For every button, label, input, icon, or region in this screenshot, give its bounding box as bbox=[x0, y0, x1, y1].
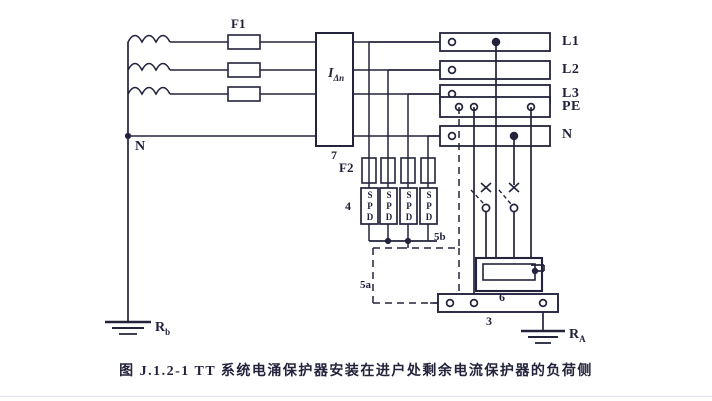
rb-subscript: b bbox=[165, 326, 171, 337]
spd-letter-s: S bbox=[406, 190, 412, 200]
spd-letter-s: S bbox=[386, 190, 392, 200]
fuse-f2-label: F2 bbox=[339, 160, 354, 175]
busbar-L2 bbox=[439, 60, 551, 80]
spd-letter-p: P bbox=[367, 201, 373, 211]
busbar-label-L3: L3 bbox=[562, 86, 580, 101]
item-number-spd-block: 4 bbox=[345, 199, 351, 213]
spd-letter-s: S bbox=[367, 190, 373, 200]
busbar-N bbox=[439, 125, 551, 147]
fuse-f1-label: F1 bbox=[231, 16, 246, 31]
outgoing-conductors bbox=[353, 41, 440, 137]
spd-unit-3-label: S P D bbox=[404, 190, 414, 223]
busbar-PE bbox=[439, 96, 551, 118]
source-earth-symbol bbox=[105, 320, 151, 335]
busbar-label-N: N bbox=[562, 127, 573, 142]
residual-current-device-box bbox=[315, 32, 354, 147]
ra-symbol: R bbox=[569, 327, 580, 342]
rcd-symbol-letter: I bbox=[328, 66, 334, 81]
spd-letter-p: P bbox=[406, 201, 412, 211]
switch-contacts bbox=[470, 182, 520, 258]
spd-letter-d: D bbox=[366, 212, 374, 222]
spd-riser-conductors bbox=[368, 41, 497, 162]
installation-earth-resistance-label: RA bbox=[569, 327, 586, 344]
spd-letter-d: D bbox=[425, 212, 433, 222]
spd-unit-4-label: S P D bbox=[424, 190, 434, 223]
fuse-f1-group bbox=[227, 34, 261, 102]
phase-conductors-incoming bbox=[170, 41, 316, 95]
neutral-conductor-incoming bbox=[124, 132, 316, 322]
item-number-5a: 5a bbox=[360, 279, 371, 291]
spd-letter-d: D bbox=[385, 212, 393, 222]
spd-letter-d: D bbox=[405, 212, 413, 222]
installation-earth-symbol bbox=[521, 312, 565, 344]
fuse-f2-group bbox=[361, 157, 436, 188]
bottom-divider bbox=[0, 396, 712, 397]
busbar-L1 bbox=[439, 32, 551, 52]
figure-caption: 图 J.1.2-1 TT 系统电涌保护器安装在进户处剩余电流保护器的负荷侧 bbox=[119, 364, 593, 379]
busbar-label-L2: L2 bbox=[562, 62, 580, 77]
spd-unit-1-label: S P D bbox=[365, 190, 375, 223]
load-equipment-box bbox=[474, 256, 545, 293]
pe-n-load-conductors bbox=[473, 107, 532, 265]
spd-units bbox=[360, 187, 438, 245]
item-number-load: 6 bbox=[499, 290, 505, 304]
source-earth-resistance-label: Rb bbox=[155, 320, 170, 337]
conductor-5b-5a-dashed bbox=[372, 107, 460, 304]
item-number-5b: 5b bbox=[434, 231, 446, 243]
rcd-symbol: IΔn bbox=[328, 66, 344, 83]
item-number-earth-bar: 3 bbox=[486, 314, 492, 328]
spd-letter-p: P bbox=[386, 201, 392, 211]
spd-unit-2-label: S P D bbox=[384, 190, 394, 223]
earth-terminal-bar bbox=[437, 258, 559, 313]
busbar-label-PE: PE bbox=[562, 99, 581, 114]
ra-subscript: A bbox=[579, 333, 586, 344]
spd-letter-s: S bbox=[426, 190, 432, 200]
rcd-symbol-subscript: Δn bbox=[333, 72, 345, 83]
source-transformer-windings bbox=[127, 34, 171, 136]
spd-letter-p: P bbox=[426, 201, 432, 211]
busbar-label-L1: L1 bbox=[562, 34, 580, 49]
item-number-rcd: 7 bbox=[331, 148, 337, 162]
rb-symbol: R bbox=[155, 320, 166, 335]
neutral-label: N bbox=[135, 139, 146, 154]
